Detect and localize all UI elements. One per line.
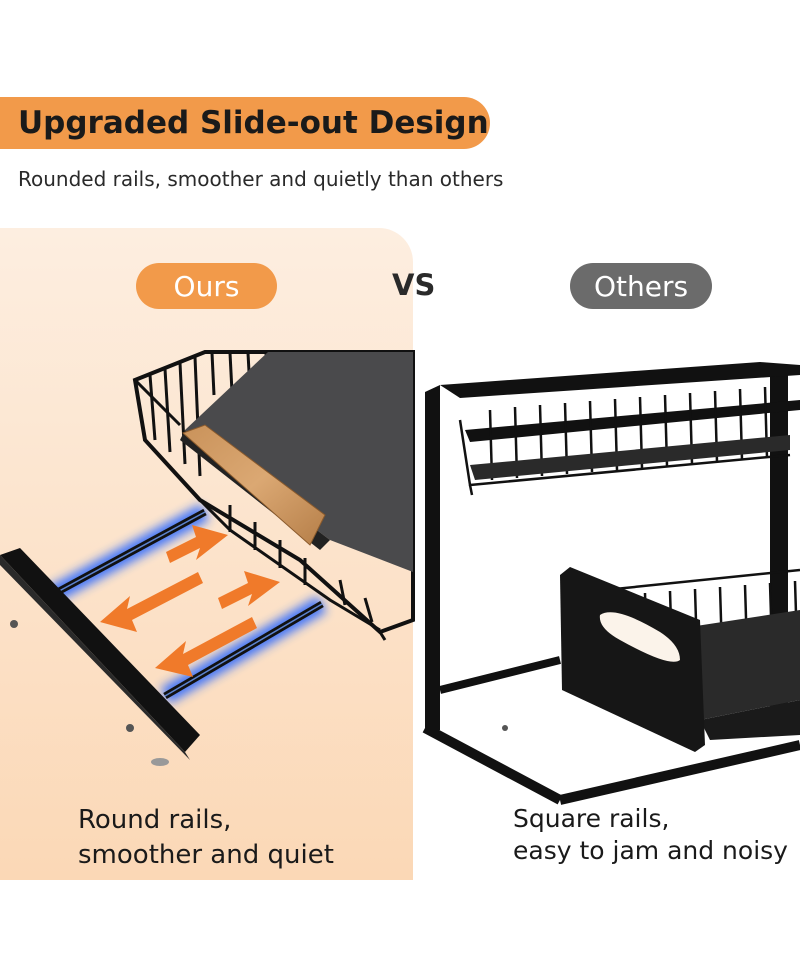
others-caption: Square rails, easy to jam and noisy (513, 803, 788, 867)
others-rack-image (422, 362, 800, 805)
ours-panel-background (0, 228, 413, 880)
ours-caption-line2: smoother and quiet (78, 840, 334, 870)
subtitle-text: Rounded rails, smoother and quietly than… (18, 167, 504, 191)
ours-label-pill: Ours (136, 263, 277, 309)
rail-glow (45, 504, 327, 704)
ours-caption: Round rails, smoother and quiet (78, 803, 334, 873)
slide-direction-arrows (100, 525, 280, 677)
others-label-pill: Others (570, 263, 712, 309)
others-caption-line1: Square rails, (513, 804, 670, 833)
headline-text: Upgraded Slide-out Design (18, 105, 489, 141)
others-label: Others (593, 269, 689, 303)
headline-banner: Upgraded Slide-out Design (0, 97, 490, 149)
vs-label: VS (392, 268, 436, 302)
ours-caption-line1: Round rails, (78, 805, 232, 835)
others-caption-line2: easy to jam and noisy (513, 836, 788, 865)
ours-slide-rack-image (0, 350, 415, 766)
ours-label: Ours (173, 269, 240, 303)
